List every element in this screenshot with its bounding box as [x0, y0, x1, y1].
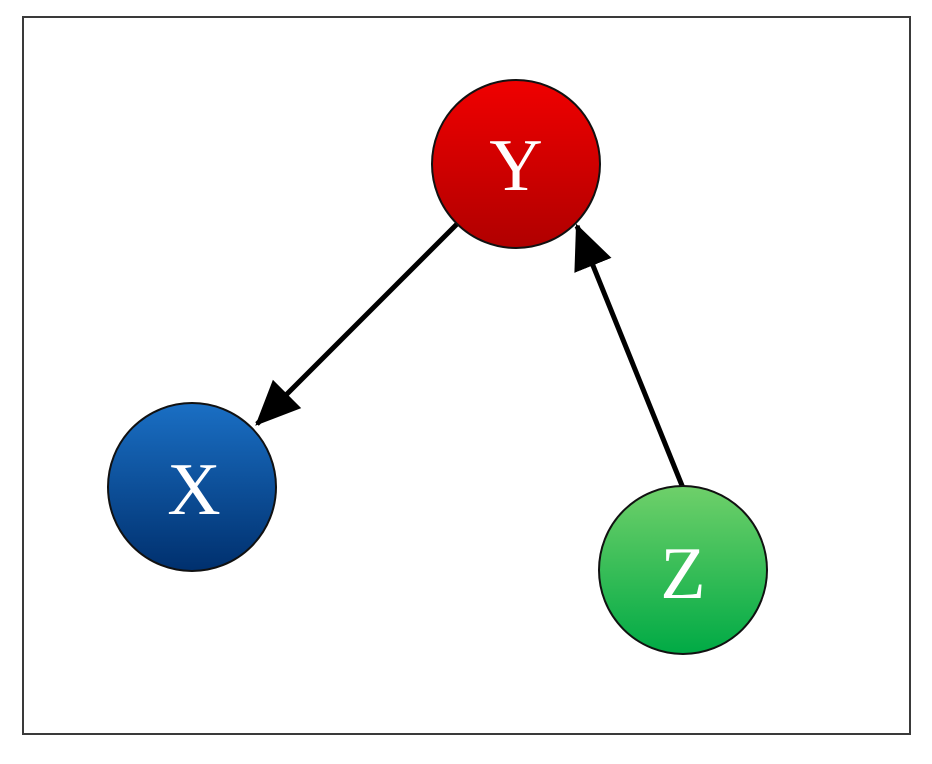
- edge-z-to-y: [574, 223, 686, 489]
- node-z-label: Z: [660, 533, 705, 615]
- node-x[interactable]: X: [107, 402, 277, 572]
- node-z-circle: [598, 485, 768, 655]
- node-z[interactable]: Z: [598, 485, 768, 655]
- node-y[interactable]: Y: [431, 79, 601, 249]
- node-x-label: X: [167, 449, 220, 531]
- node-x-circle: [107, 402, 277, 572]
- node-y-circle: [431, 79, 601, 249]
- edge-y-to-x: [255, 222, 459, 426]
- node-y-label: Y: [489, 125, 542, 207]
